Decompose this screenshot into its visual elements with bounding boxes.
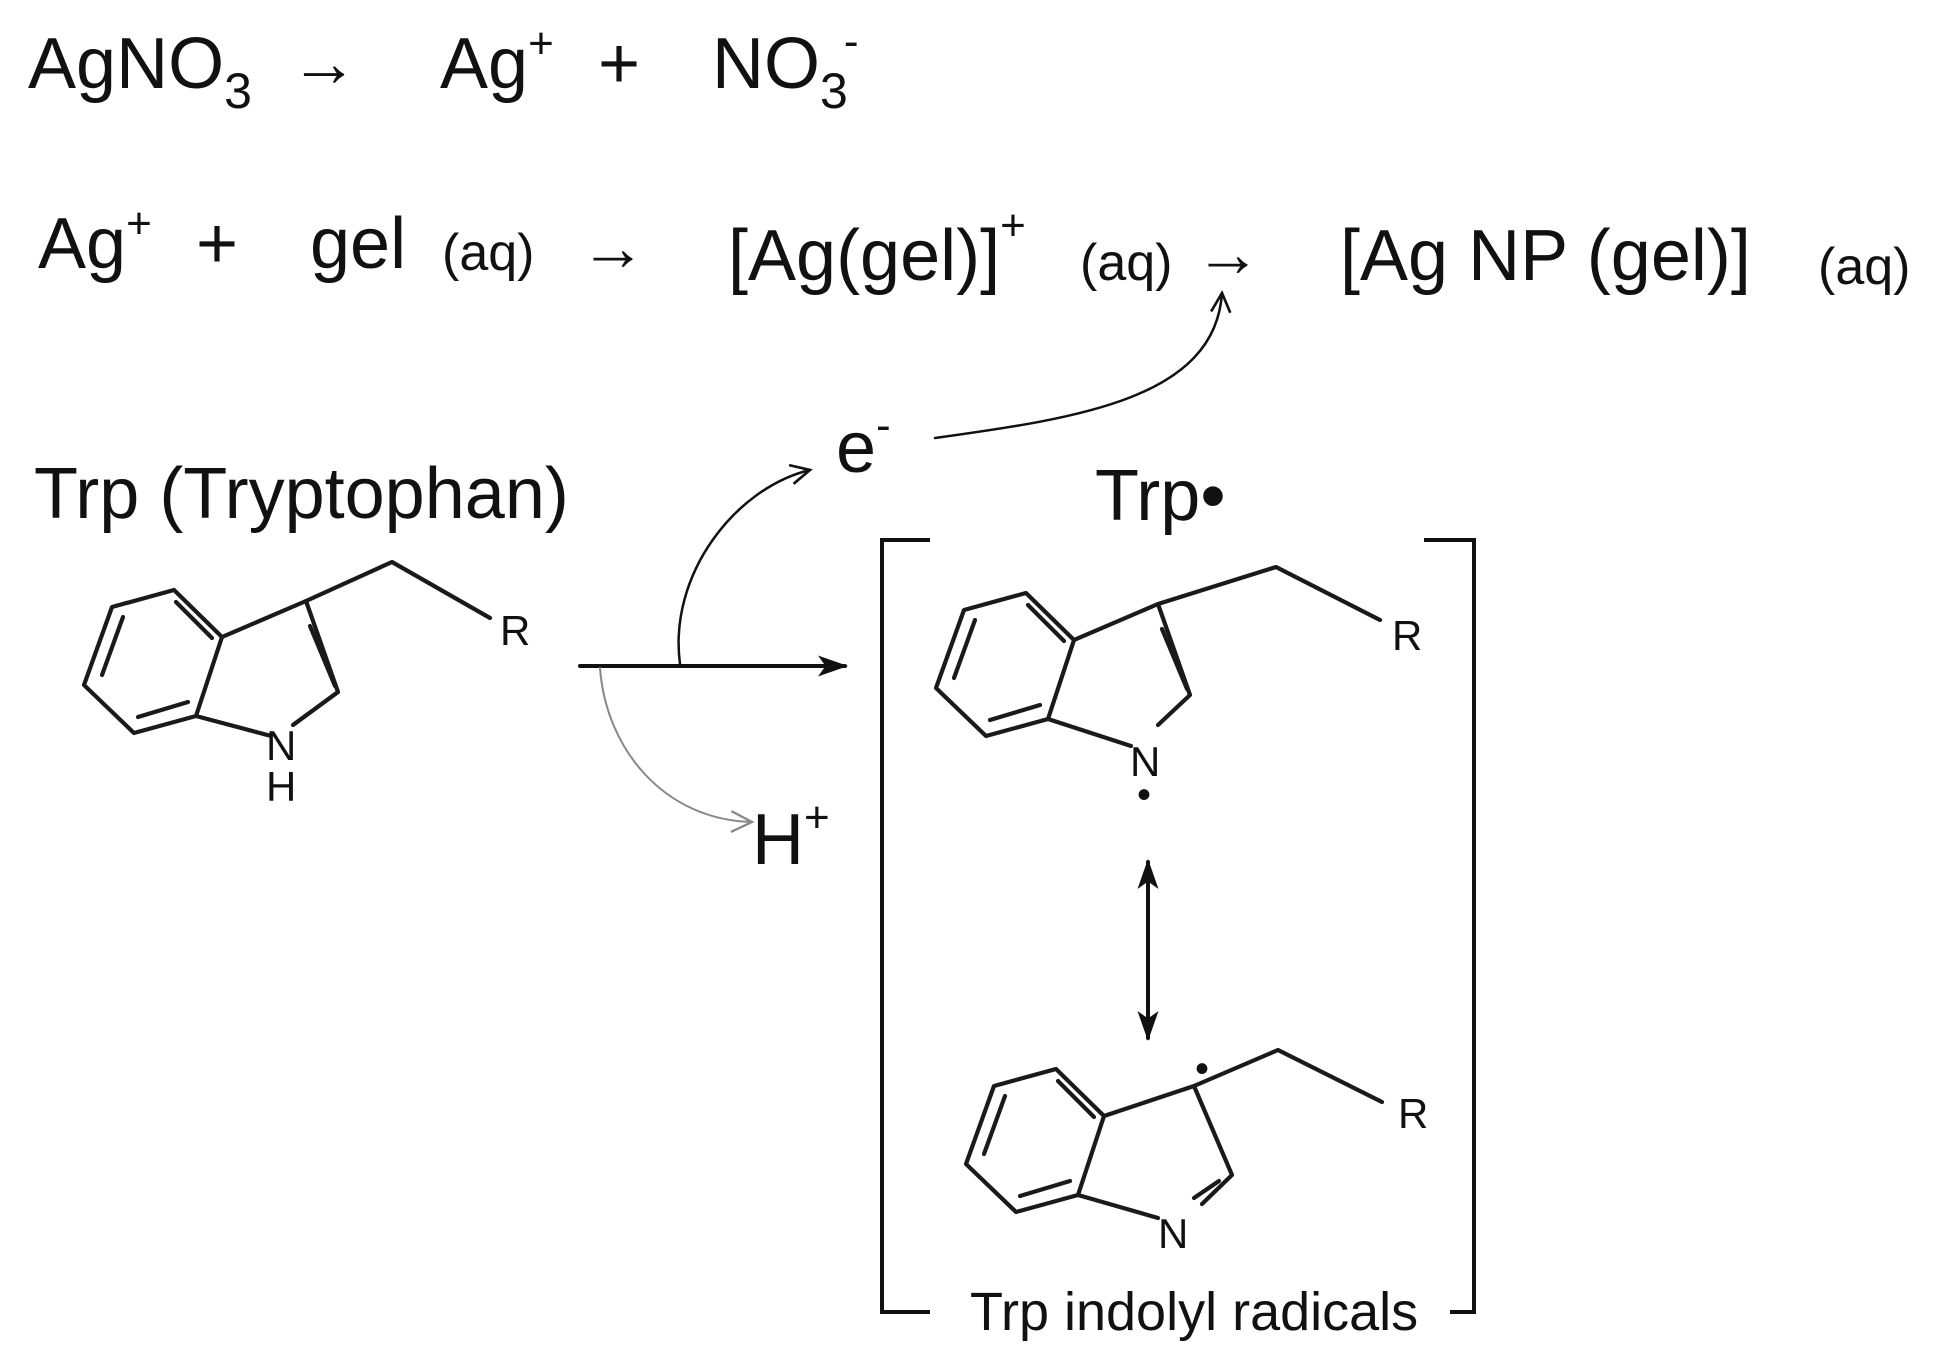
eq2-plus: +	[196, 204, 238, 284]
eq2-product: [Ag NP (gel)]	[1340, 216, 1751, 296]
trp-nitrogen: N	[266, 722, 296, 769]
equation-2: Ag+ + gel (aq) → [Ag(gel)]+ (aq) → [Ag N…	[38, 199, 1910, 296]
equation-1: AgNO3 → Ag+ + NO3-	[28, 17, 858, 119]
radical1-side-chain	[1155, 564, 1383, 623]
radical1-nitrogen: N	[1130, 738, 1160, 785]
right-bracket	[1424, 538, 1476, 1314]
electron-label: e-	[836, 401, 891, 488]
eq2-state-aq-1: (aq)	[442, 224, 534, 282]
radical2-benzene-double-bonds	[981, 1078, 1097, 1199]
radical2-side-chain	[1191, 1047, 1385, 1105]
radical1-benzene-double-bonds	[951, 602, 1067, 723]
trp-pyrrole-double-bond	[307, 623, 338, 689]
radical-structure-c-centered: R N •	[963, 1047, 1428, 1257]
proton-label: H+	[752, 793, 830, 880]
radical2-substituent-r: R	[1398, 1090, 1428, 1137]
trp-structure: R N H	[81, 559, 530, 810]
radical-structure-n-centered: R N •	[933, 564, 1422, 817]
eq2-arrow-2: →	[1195, 216, 1261, 290]
eq2-reactant-gel: gel	[310, 204, 406, 284]
left-bracket	[880, 538, 930, 1314]
radical-caption: Trp indolyl radicals	[970, 1282, 1418, 1342]
radical1-pyrrole-double-bond	[1159, 626, 1190, 692]
electron-release-arrow	[677, 470, 810, 666]
trp-substituent-r: R	[500, 607, 530, 654]
trp-benzene-double-bonds	[99, 599, 215, 720]
trp-pyrrole-ring	[193, 598, 341, 739]
eq2-reactant-ag-ion: Ag+	[38, 199, 152, 284]
radical2-nitrogen: N	[1158, 1210, 1188, 1257]
radical1-pyrrole-ring	[1045, 601, 1193, 749]
eq1-arrow: →	[290, 25, 358, 101]
eq1-reactant: AgNO3	[28, 24, 252, 119]
eq1-product-ag-ion: Ag+	[440, 19, 554, 104]
radical-title: Trp•	[1095, 456, 1226, 536]
trp-hydrogen: H	[266, 763, 296, 810]
eq2-state-aq-3: (aq)	[1818, 238, 1910, 296]
radical2-imine-double-bond	[1191, 1178, 1222, 1201]
electron-transfer-arrow	[933, 293, 1222, 440]
eq1-product-nitrate: NO3-	[712, 17, 858, 119]
radical2-dot: •	[1195, 1047, 1209, 1091]
radical1-substituent-r: R	[1392, 612, 1422, 659]
eq1-plus: +	[598, 24, 640, 104]
radical2-pyrrole-ring	[1075, 1083, 1235, 1221]
radical1-dot: •	[1137, 773, 1151, 817]
trp-title: Trp (Tryptophan)	[34, 454, 569, 534]
trp-side-chain	[303, 559, 493, 621]
eq2-arrow-1: →	[580, 210, 646, 284]
proton-release-arrow	[599, 667, 752, 822]
eq2-state-aq-2: (aq)	[1080, 234, 1172, 292]
eq2-intermediate: [Ag(gel)]+	[728, 201, 1026, 296]
